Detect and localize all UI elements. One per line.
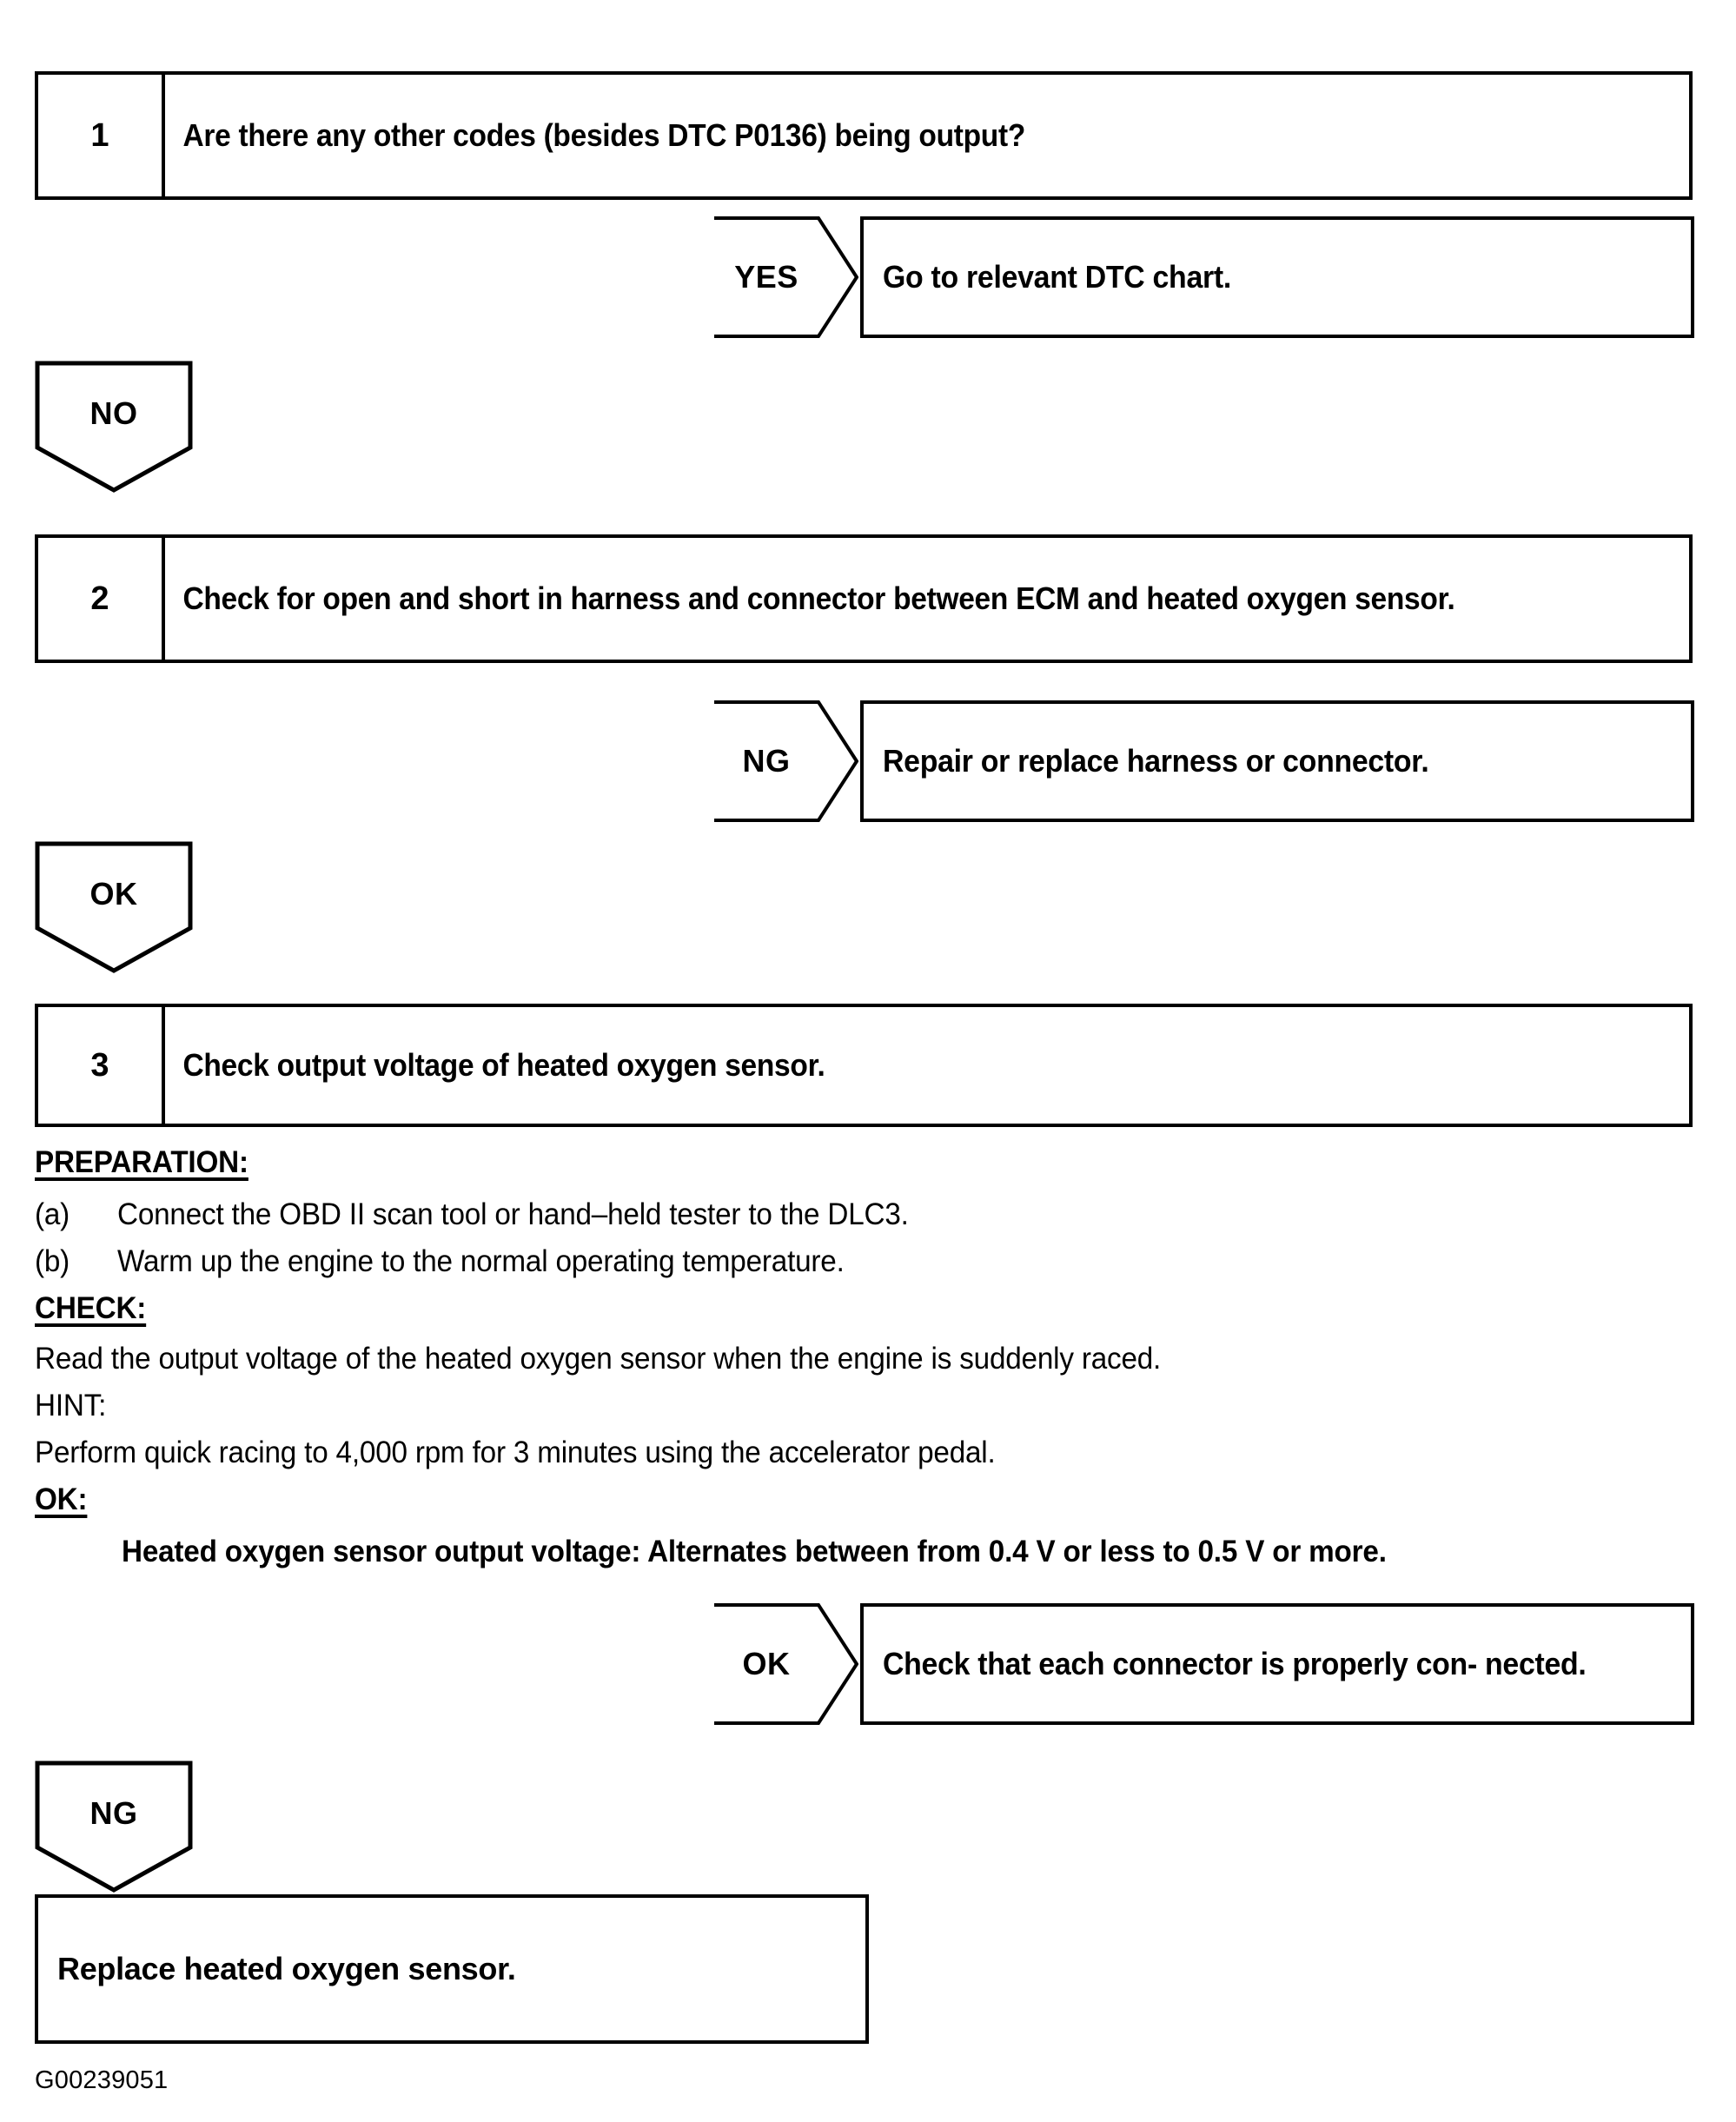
branch-tag-yes: YES (712, 216, 858, 338)
result-box-yes: Go to relevant DTC chart. (860, 216, 1694, 338)
connector-no-label: NO (89, 395, 138, 431)
branch-tag-ok: OK (712, 1603, 858, 1725)
step-text-2: Check for open and short in harness and … (182, 580, 1455, 617)
step-box-1: 1 Are there any other codes (besides DTC… (35, 71, 1693, 200)
connector-ok: OK (35, 841, 193, 973)
result-box-ng-1: Repair or replace harness or connector. (860, 700, 1694, 822)
hint-heading: HINT: (35, 1389, 107, 1422)
preparation-heading: PREPARATION: (35, 1145, 248, 1179)
branch-tag-ng-1: NG (712, 700, 858, 822)
preparation-item-a-marker: (a) (35, 1197, 70, 1231)
branch-tag-yes-label: YES (734, 259, 798, 295)
footer-reference-code: G00239051 (35, 2066, 169, 2094)
preparation-item-b: (b) Warm up the engine to the normal oper… (35, 1246, 845, 1277)
step-box-3: 3 Check output voltage of heated oxygen … (35, 1004, 1693, 1127)
arrow-tag-icon (714, 700, 858, 822)
ok-heading: OK: (35, 1482, 88, 1516)
step-text-1: Are there any other codes (besides DTC P… (182, 117, 1025, 154)
preparation-item-b-marker: (b) (35, 1244, 70, 1278)
terminal-box-replace-sensor: Replace heated oxygen sensor. (35, 1894, 869, 2044)
arrow-tag-icon (714, 216, 858, 338)
connector-ng-label: NG (89, 1795, 138, 1831)
ok-spec-text: Heated oxygen sensor output voltage: Alt… (122, 1535, 1387, 1568)
result-box-ng-1-text: Repair or replace harness or connector. (883, 743, 1429, 779)
step-number-2: 2 (38, 538, 165, 660)
step-number-3: 3 (38, 1007, 165, 1124)
terminal-box-text: Replace heated oxygen sensor. (57, 1951, 516, 1986)
check-text: Read the output voltage of the heated ox… (35, 1342, 1162, 1376)
connector-no: NO (35, 361, 193, 493)
preparation-item-b-text: Warm up the engine to the normal operati… (117, 1244, 845, 1278)
result-box-ok: Check that each connector is properly co… (860, 1603, 1694, 1725)
connector-ng: NG (35, 1761, 193, 1893)
preparation-item-a-text: Connect the OBD II scan tool or hand–hel… (117, 1197, 909, 1231)
preparation-item-a: (a) Connect the OBD II scan tool or hand–… (35, 1199, 909, 1230)
pentagon-down-icon (35, 1761, 193, 1893)
hint-text: Perform quick racing to 4,000 rpm for 3 … (35, 1436, 996, 1469)
step-number-1: 1 (38, 75, 165, 196)
result-box-ok-text: Check that each connector is properly co… (883, 1646, 1587, 1682)
step-text-3: Check output voltage of heated oxygen se… (182, 1047, 825, 1084)
connector-ok-label: OK (89, 876, 138, 912)
branch-tag-ng-1-label: NG (742, 743, 791, 779)
branch-tag-ok-label: OK (742, 1646, 791, 1681)
result-box-yes-text: Go to relevant DTC chart. (883, 259, 1231, 295)
check-heading: CHECK: (35, 1291, 147, 1325)
pentagon-down-icon (35, 841, 193, 973)
pentagon-down-icon (35, 361, 193, 493)
step-box-2: 2 Check for open and short in harness an… (35, 534, 1693, 663)
arrow-tag-icon (714, 1603, 858, 1725)
